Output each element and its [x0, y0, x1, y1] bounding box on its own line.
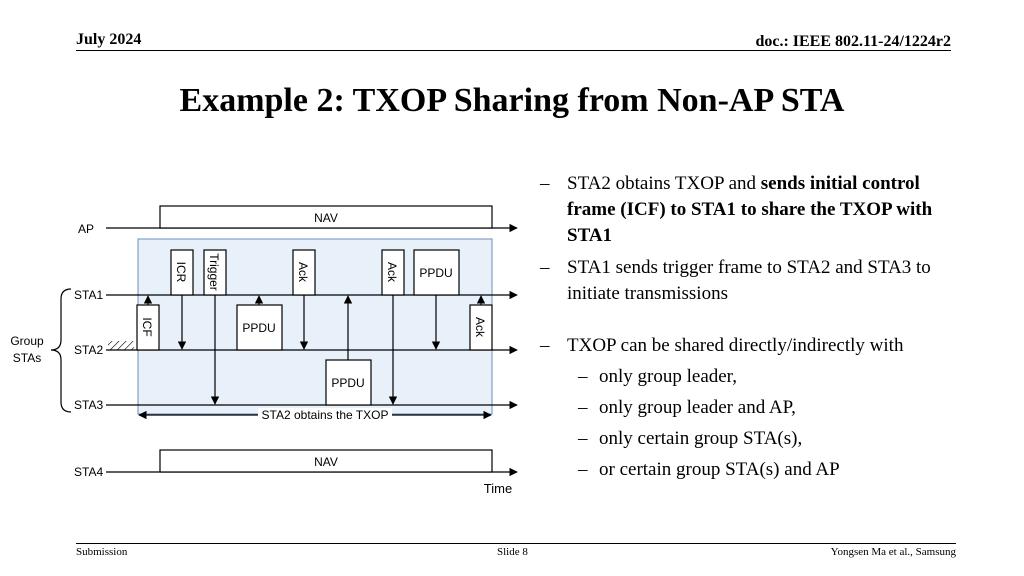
sub-bullet-text: only certain group STA(s), [599, 428, 803, 449]
ppdu-frame-sta2 [236, 304, 283, 351]
sub-bullet-item: – only group leader, [540, 364, 940, 390]
sta4-label: STA4 [74, 465, 103, 479]
bullet-dash: – [578, 397, 588, 418]
ack-label-1: Ack [296, 262, 310, 283]
footer-slide-number: Slide 8 [497, 546, 528, 558]
sta2-label: STA2 [74, 343, 103, 357]
bullet-dash: – [578, 459, 588, 480]
bullet-list: – STA2 obtains TXOP and sends initial co… [540, 171, 940, 483]
ap-nav-box [159, 205, 493, 229]
header-doc-id: doc.: IEEE 802.11-24/1224r2 [755, 33, 951, 50]
footer-divider [76, 543, 956, 544]
slide-title: Example 2: TXOP Sharing from Non-AP STA [179, 82, 845, 119]
bullet-text: TXOP can be shared directly/indirectly w… [567, 335, 904, 356]
bullet-dash: – [578, 366, 588, 387]
group-label-2: STAs [13, 351, 41, 365]
ppdu-frame-sta3 [325, 359, 372, 406]
backoff-hatch [108, 341, 134, 350]
bullet-dash: – [578, 428, 588, 449]
ack-label-3: Ack [473, 317, 487, 338]
bullet-dash: – [540, 257, 550, 278]
bullet-dash: – [540, 335, 550, 356]
ppdu-label-sta3: PPDU [331, 376, 364, 390]
icf-label: ICF [140, 317, 154, 336]
sub-bullet-item: – only certain group STA(s), [540, 426, 940, 452]
sub-bullet-text: only group leader, [599, 366, 738, 387]
group-brace [50, 288, 72, 413]
bullet-item: – STA1 sends trigger frame to STA2 and S… [540, 255, 940, 307]
icr-label: ICR [174, 262, 188, 283]
trigger-label: Trigger [207, 253, 221, 291]
sta4-nav-label: NAV [314, 455, 338, 469]
ap-label: AP [78, 222, 94, 236]
footer-submission: Submission [76, 546, 128, 558]
bullet-item: – TXOP can be shared directly/indirectly… [540, 333, 940, 359]
sub-bullet-item: – or certain group STA(s) and AP [540, 457, 940, 483]
sta4-nav-box [159, 449, 493, 473]
header-divider [76, 50, 951, 51]
sta1-label: STA1 [74, 288, 103, 302]
ap-nav-label: NAV [314, 211, 338, 225]
bullet-dash: – [540, 173, 550, 194]
ppdu-label-sta1: PPDU [419, 266, 452, 280]
txop-timing-diagram: AP STA1 STA2 STA3 STA4 Group STAs NAV NA… [10, 205, 518, 496]
bullet-text: STA1 sends trigger frame to STA2 and STA… [567, 257, 931, 304]
footer-authors: Yongsen Ma et al., Samsung [830, 546, 956, 558]
header-date: July 2024 [76, 31, 142, 48]
sub-bullet-text: only group leader and AP, [599, 397, 796, 418]
group-label: Group [10, 334, 44, 348]
sta3-label: STA3 [74, 398, 103, 412]
bullet-bold-text: sends initial control frame (ICF) to STA… [567, 173, 933, 246]
bullet-item: – STA2 obtains TXOP and sends initial co… [540, 171, 940, 249]
time-axis-label: Time [484, 481, 512, 496]
bullet-text: STA2 obtains TXOP and [567, 173, 761, 194]
sub-bullet-text: or certain group STA(s) and AP [599, 459, 840, 480]
ppdu-label-sta2: PPDU [242, 321, 275, 335]
ack-label-2: Ack [385, 262, 399, 283]
sub-bullet-item: – only group leader and AP, [540, 395, 940, 421]
txop-span-label: STA2 obtains the TXOP [262, 408, 389, 422]
